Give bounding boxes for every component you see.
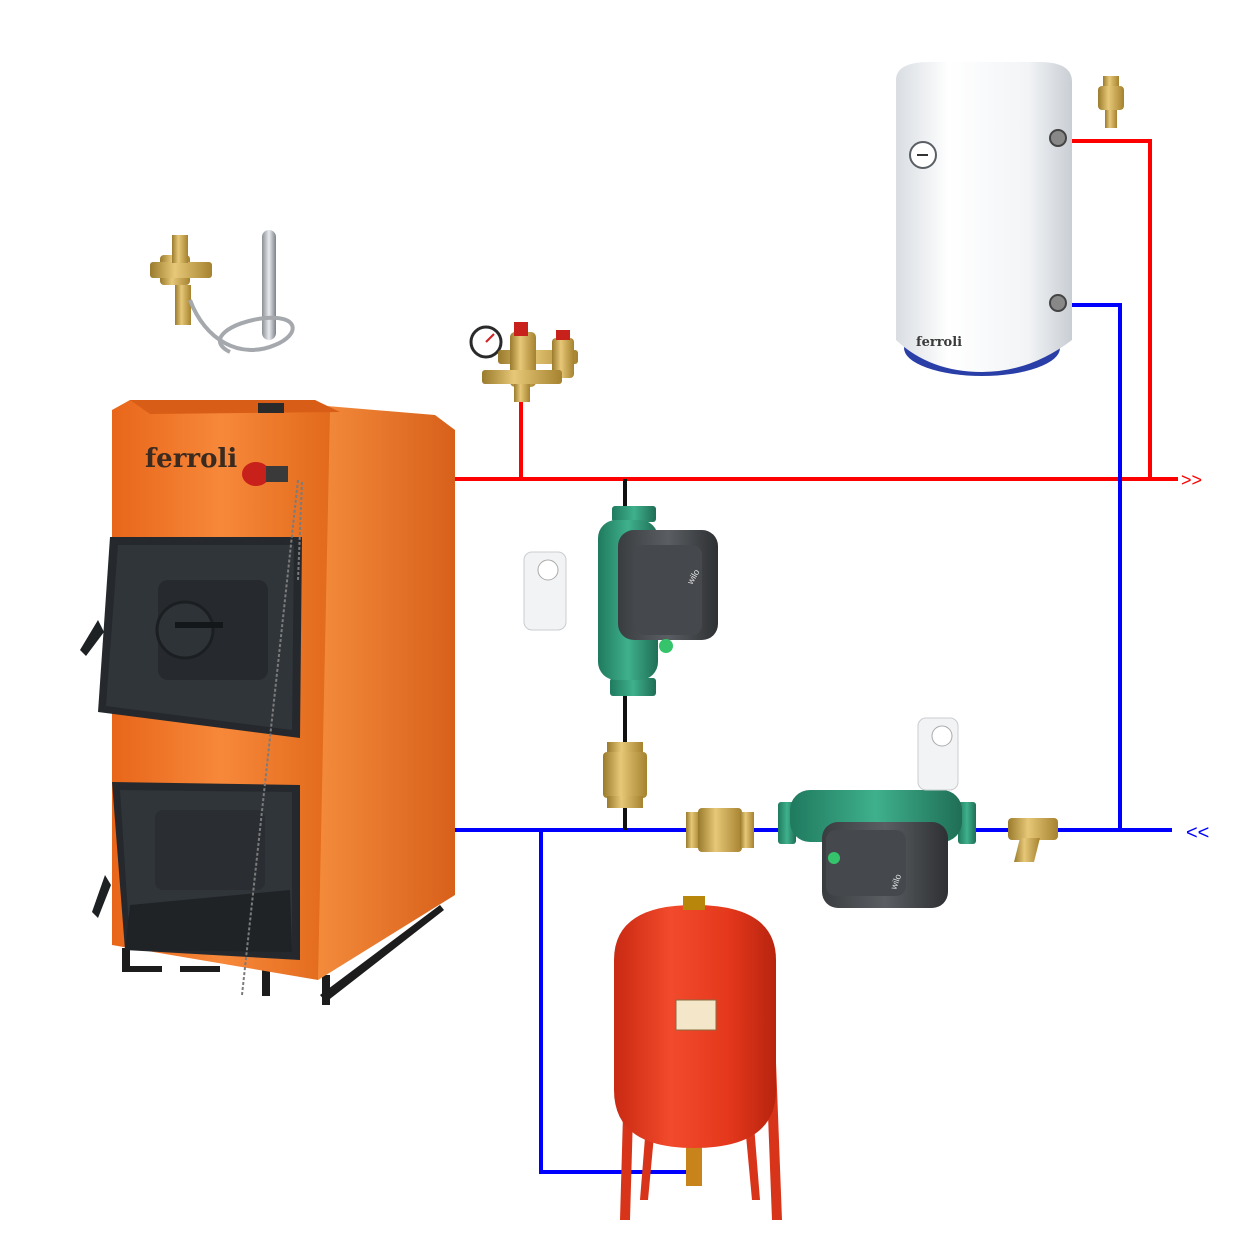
expansion-vessel bbox=[614, 896, 782, 1220]
y-strainer-filter bbox=[1008, 818, 1058, 862]
boiler-side-panel bbox=[315, 405, 455, 980]
pump-status-led bbox=[828, 852, 840, 864]
heater-thermometer bbox=[909, 141, 937, 169]
bypass-check-valve bbox=[603, 742, 647, 808]
heater-brand-logo: ferroli bbox=[916, 335, 962, 350]
return-pipe-network bbox=[455, 303, 1172, 1174]
air-vent bbox=[552, 338, 574, 378]
return-circulation-pump: wilo bbox=[778, 790, 976, 908]
thermal-discharge-valve bbox=[150, 230, 295, 354]
pump-status-led bbox=[659, 639, 673, 653]
capillary-tube bbox=[188, 299, 295, 354]
boiler-brand-logo: ferroli bbox=[145, 444, 237, 474]
pump-thermostat-2 bbox=[917, 717, 959, 791]
pump-thermostat-1 bbox=[523, 551, 567, 631]
boiler-display bbox=[258, 403, 284, 413]
boiler-safety-group bbox=[469, 322, 578, 402]
draft-regulator-chain bbox=[241, 479, 299, 996]
return-flow-arrow: << bbox=[1186, 822, 1209, 844]
supply-pipe-network bbox=[455, 139, 1178, 481]
heater-inlet-pipe bbox=[1058, 303, 1122, 830]
heater-outlet-pipe bbox=[1062, 139, 1152, 479]
boiler-upper-loading-door bbox=[80, 537, 302, 738]
supply-flow-arrow: >> bbox=[1181, 470, 1202, 490]
safety-relief-valve bbox=[514, 322, 528, 336]
heater-cold-inlet-nozzle bbox=[1049, 294, 1067, 312]
boiler-thermostat-knob bbox=[242, 462, 288, 486]
solid-fuel-boiler: ferroli bbox=[80, 400, 455, 1005]
electric-water-heater: ferroli bbox=[896, 62, 1072, 376]
return-check-valve bbox=[686, 808, 754, 852]
heater-hot-outlet-nozzle bbox=[1049, 129, 1067, 147]
automatic-air-vent bbox=[1098, 76, 1124, 128]
bypass-circulation-pump: wilo bbox=[598, 506, 718, 696]
expansion-vessel-nameplate bbox=[675, 999, 717, 1031]
boiler-ash-door bbox=[92, 782, 300, 960]
boiler-legs bbox=[122, 905, 444, 1005]
temperature-sensor-probe bbox=[262, 230, 276, 340]
